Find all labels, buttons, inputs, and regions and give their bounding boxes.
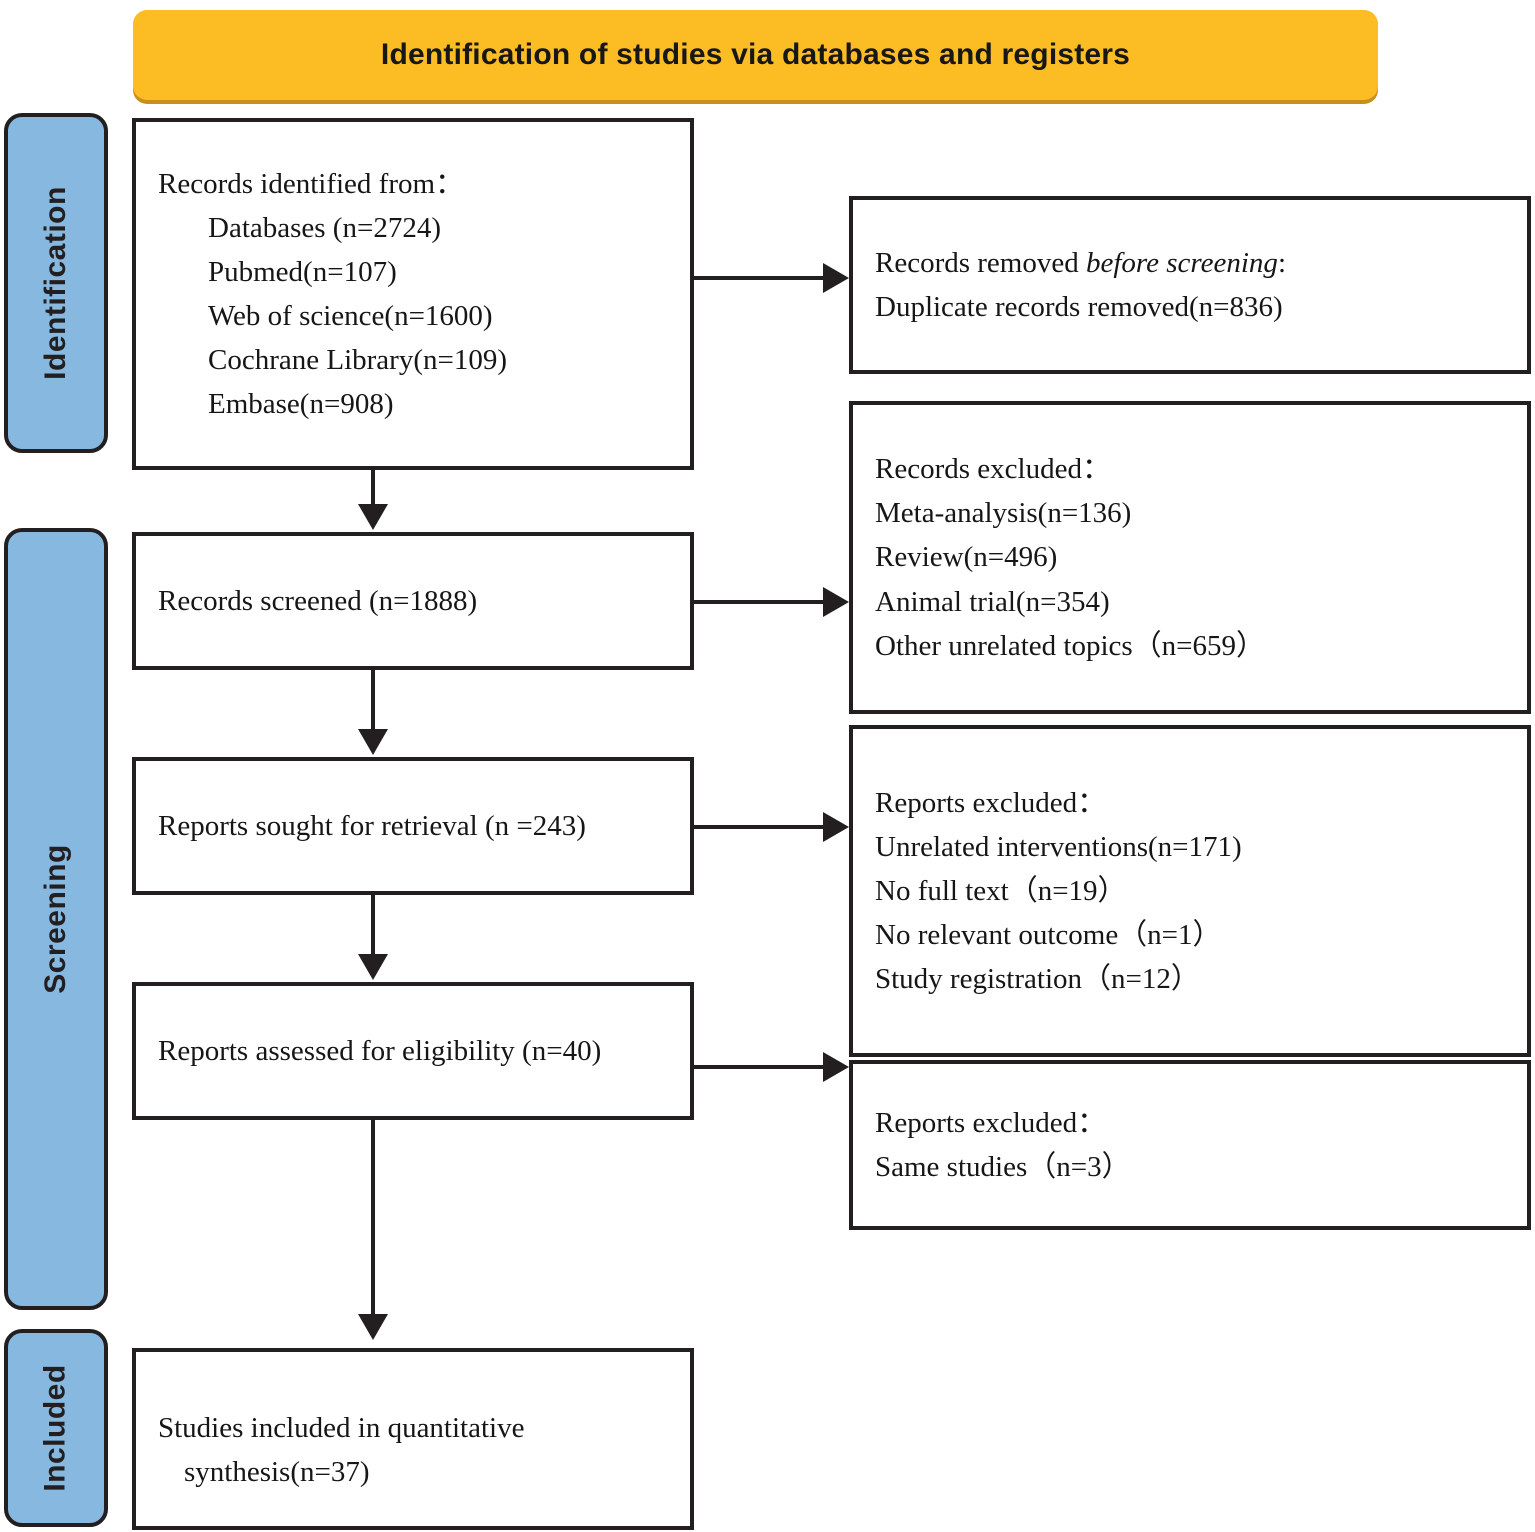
records-identified-source-databases: Databases (n=2724)	[208, 211, 441, 244]
records-excluded-animal-trial: Animal trial(n=354)	[875, 585, 1110, 618]
phase-label-included: Included	[39, 1364, 72, 1492]
records-removed-title-suffix: :	[1277, 246, 1286, 279]
arrowhead-assessed-to-included	[358, 1314, 388, 1340]
connector-assessed-to-excluded-2	[692, 1065, 827, 1069]
arrowhead-screened-to-sought	[358, 729, 388, 755]
connector-identified-to-screened	[371, 470, 375, 506]
box-records-screened: Records screened (n=1888)	[132, 532, 694, 670]
box-reports-excluded-1: Reports excluded： Unrelated intervention…	[849, 725, 1531, 1057]
arrowhead-identified-to-removed	[823, 263, 849, 293]
records-excluded-review: Review(n=496)	[875, 541, 1058, 574]
arrowhead-screened-to-excluded	[823, 587, 849, 617]
phase-label-identification: Identification	[39, 186, 73, 380]
connector-identified-to-removed	[692, 276, 827, 280]
records-identified-source-pubmed: Pubmed(n=107)	[208, 255, 397, 288]
connector-screened-to-sought	[371, 670, 375, 731]
reports-excluded-1-unrelated-interventions: Unrelated interventions(n=171)	[875, 830, 1242, 863]
connector-sought-to-excluded-1	[692, 825, 827, 829]
box-reports-excluded-2: Reports excluded： Same studies（n=3）	[849, 1060, 1531, 1230]
reports-excluded-2-title: Reports excluded：	[875, 1106, 1107, 1139]
connector-sought-to-assessed	[371, 895, 375, 956]
records-identified-title: Records identified from：	[158, 167, 465, 200]
box-studies-included: Studies included in quantitative synthes…	[132, 1348, 694, 1530]
studies-included-line-1: Studies included in quantitative	[158, 1411, 525, 1444]
records-screened-label: Records screened (n=1888)	[158, 584, 478, 617]
arrowhead-sought-to-excluded-1	[823, 812, 849, 842]
box-reports-assessed: Reports assessed for eligibility (n=40)	[132, 982, 694, 1120]
phase-bar-included: Included	[4, 1329, 108, 1527]
studies-included-line-2: synthesis(n=37)	[184, 1456, 370, 1488]
connector-assessed-to-included	[371, 1120, 375, 1316]
phase-bar-identification: Identification	[4, 113, 108, 453]
phase-label-screening: Screening	[39, 844, 72, 994]
records-excluded-other-topics: Other unrelated topics（n=659）	[875, 629, 1266, 662]
records-identified-source-cochrane: Cochrane Library(n=109)	[208, 344, 507, 377]
reports-excluded-2-same-studies: Same studies（n=3）	[875, 1151, 1131, 1183]
box-records-removed-before-screening: Records removed before screening: Duplic…	[849, 196, 1531, 374]
records-identified-source-embase: Embase(n=908)	[208, 388, 394, 421]
records-removed-title-italic: before screening	[1086, 246, 1278, 279]
reports-excluded-1-title: Reports excluded：	[875, 786, 1107, 819]
records-identified-source-web-of-science: Web of science(n=1600)	[208, 300, 493, 332]
arrowhead-sought-to-assessed	[358, 954, 388, 980]
records-excluded-meta-analysis: Meta-analysis(n=136)	[875, 497, 1132, 530]
box-reports-sought: Reports sought for retrieval (n =243)	[132, 757, 694, 895]
page-title: Identification of studies via databases …	[380, 38, 1131, 71]
records-removed-title-prefix: Records removed	[875, 246, 1086, 279]
reports-sought-label: Reports sought for retrieval (n =243)	[158, 809, 586, 842]
reports-assessed-label: Reports assessed for eligibility (n=40)	[158, 1034, 602, 1067]
arrowhead-assessed-to-excluded-2	[823, 1052, 849, 1082]
header-banner: Identification of studies via databases …	[133, 10, 1378, 100]
phase-bar-screening: Screening	[4, 528, 108, 1310]
records-removed-duplicates: Duplicate records removed(n=836)	[875, 291, 1283, 323]
records-excluded-title: Records excluded：	[875, 453, 1111, 486]
records-removed-title: Records removed before screening:	[875, 241, 1505, 285]
connector-screened-to-excluded	[692, 600, 827, 604]
reports-excluded-1-no-full-text: No full text（n=19）	[875, 874, 1127, 907]
box-records-excluded: Records excluded： Meta-analysis(n=136) R…	[849, 401, 1531, 714]
reports-excluded-1-study-registration: Study registration（n=12）	[875, 963, 1200, 996]
arrowhead-identified-to-screened	[358, 504, 388, 530]
reports-excluded-1-no-relevant-outcome: No relevant outcome（n=1）	[875, 919, 1222, 952]
box-records-identified: Records identified from： Databases (n=27…	[132, 118, 694, 470]
